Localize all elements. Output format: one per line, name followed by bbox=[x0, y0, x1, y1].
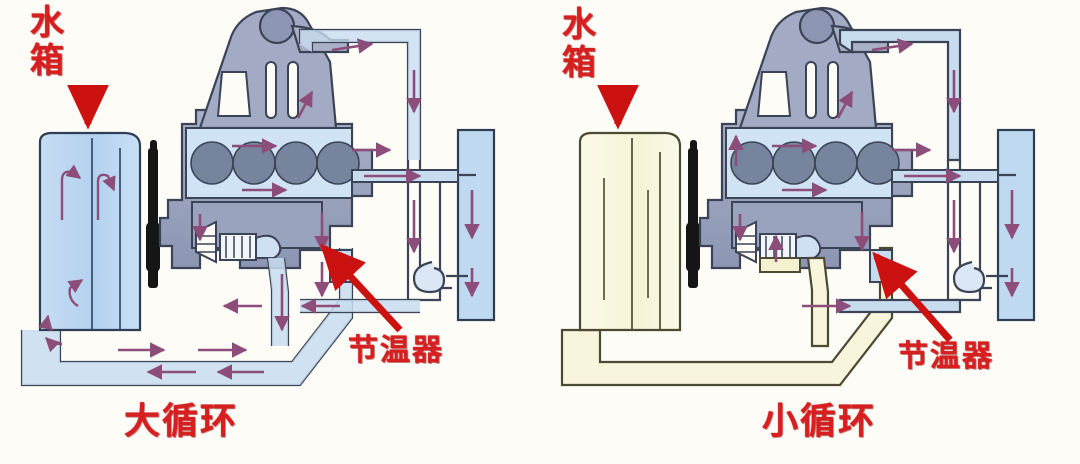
thermostat-pointer-arrow bbox=[320, 243, 403, 333]
radiator-flow-arrows bbox=[38, 164, 116, 353]
thermostat-pointer-arrow bbox=[872, 251, 953, 343]
diagram-svg-small-circulation bbox=[560, 6, 1036, 387]
thermostat-housing bbox=[300, 249, 420, 314]
panel-large-circulation: 水 箱 节温器 大循环 bbox=[20, 4, 496, 442]
coolant-flow-arrows bbox=[118, 38, 480, 380]
cylinder-head-tower bbox=[198, 6, 350, 130]
radiator-small bbox=[578, 131, 682, 332]
pump-outlet-hose-inactive bbox=[806, 256, 830, 348]
cylinder-head-tower bbox=[738, 6, 890, 130]
cylinders bbox=[730, 141, 900, 185]
diagram-svg-large-circulation bbox=[20, 6, 496, 387]
pump-outlet-hose bbox=[266, 257, 290, 346]
lower-hose-circuit-inactive bbox=[560, 246, 894, 387]
cooling-fan bbox=[146, 140, 160, 288]
heater-core-circuit bbox=[891, 128, 1036, 322]
coolant-flow-arrows bbox=[728, 38, 1020, 314]
panel-small-circulation: 水 箱 节温器 小循环 bbox=[540, 0, 1080, 464]
radiator-large bbox=[38, 131, 142, 353]
cooling-fan bbox=[686, 140, 700, 288]
